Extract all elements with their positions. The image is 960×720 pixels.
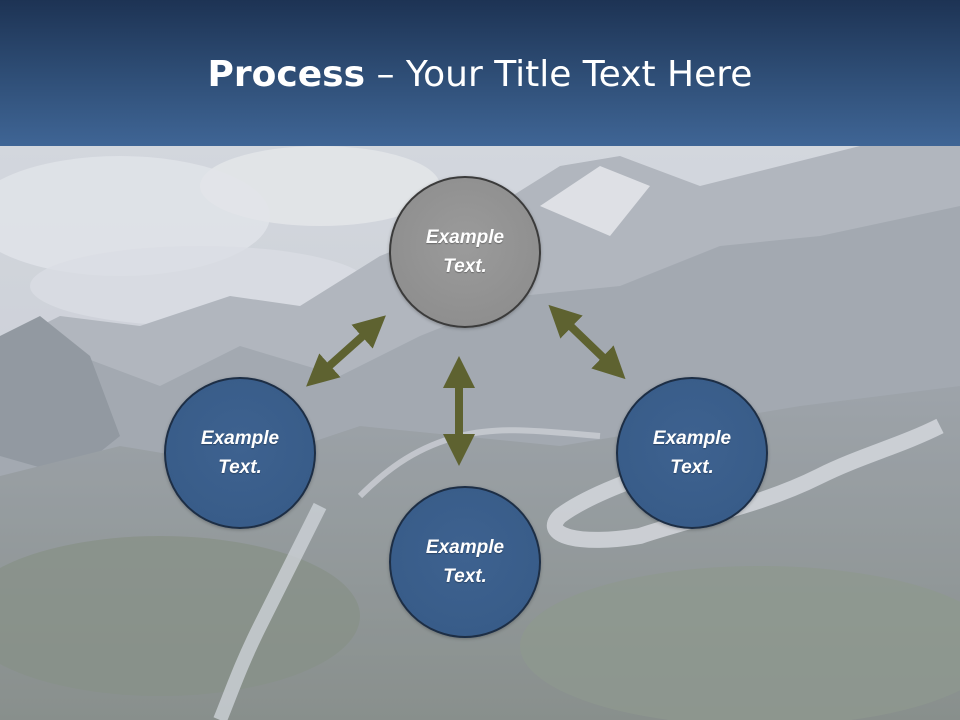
title-bar: Process – Your Title Text Here bbox=[0, 0, 960, 146]
title-regular-text: – Your Title Text Here bbox=[365, 54, 753, 95]
process-node-right[interactable]: Example Text. bbox=[616, 377, 768, 529]
process-node-left[interactable]: Example Text. bbox=[164, 377, 316, 529]
node-label: Example Text. bbox=[425, 537, 505, 587]
process-node-bottom[interactable]: Example Text. bbox=[389, 486, 541, 638]
node-label: Example Text. bbox=[200, 428, 280, 478]
node-label: Example Text. bbox=[652, 428, 732, 478]
node-label: Example Text. bbox=[425, 227, 505, 277]
process-node-top[interactable]: Example Text. bbox=[389, 176, 541, 328]
title-bold-text: Process bbox=[207, 54, 366, 95]
slide-title[interactable]: Process – Your Title Text Here bbox=[0, 50, 960, 100]
